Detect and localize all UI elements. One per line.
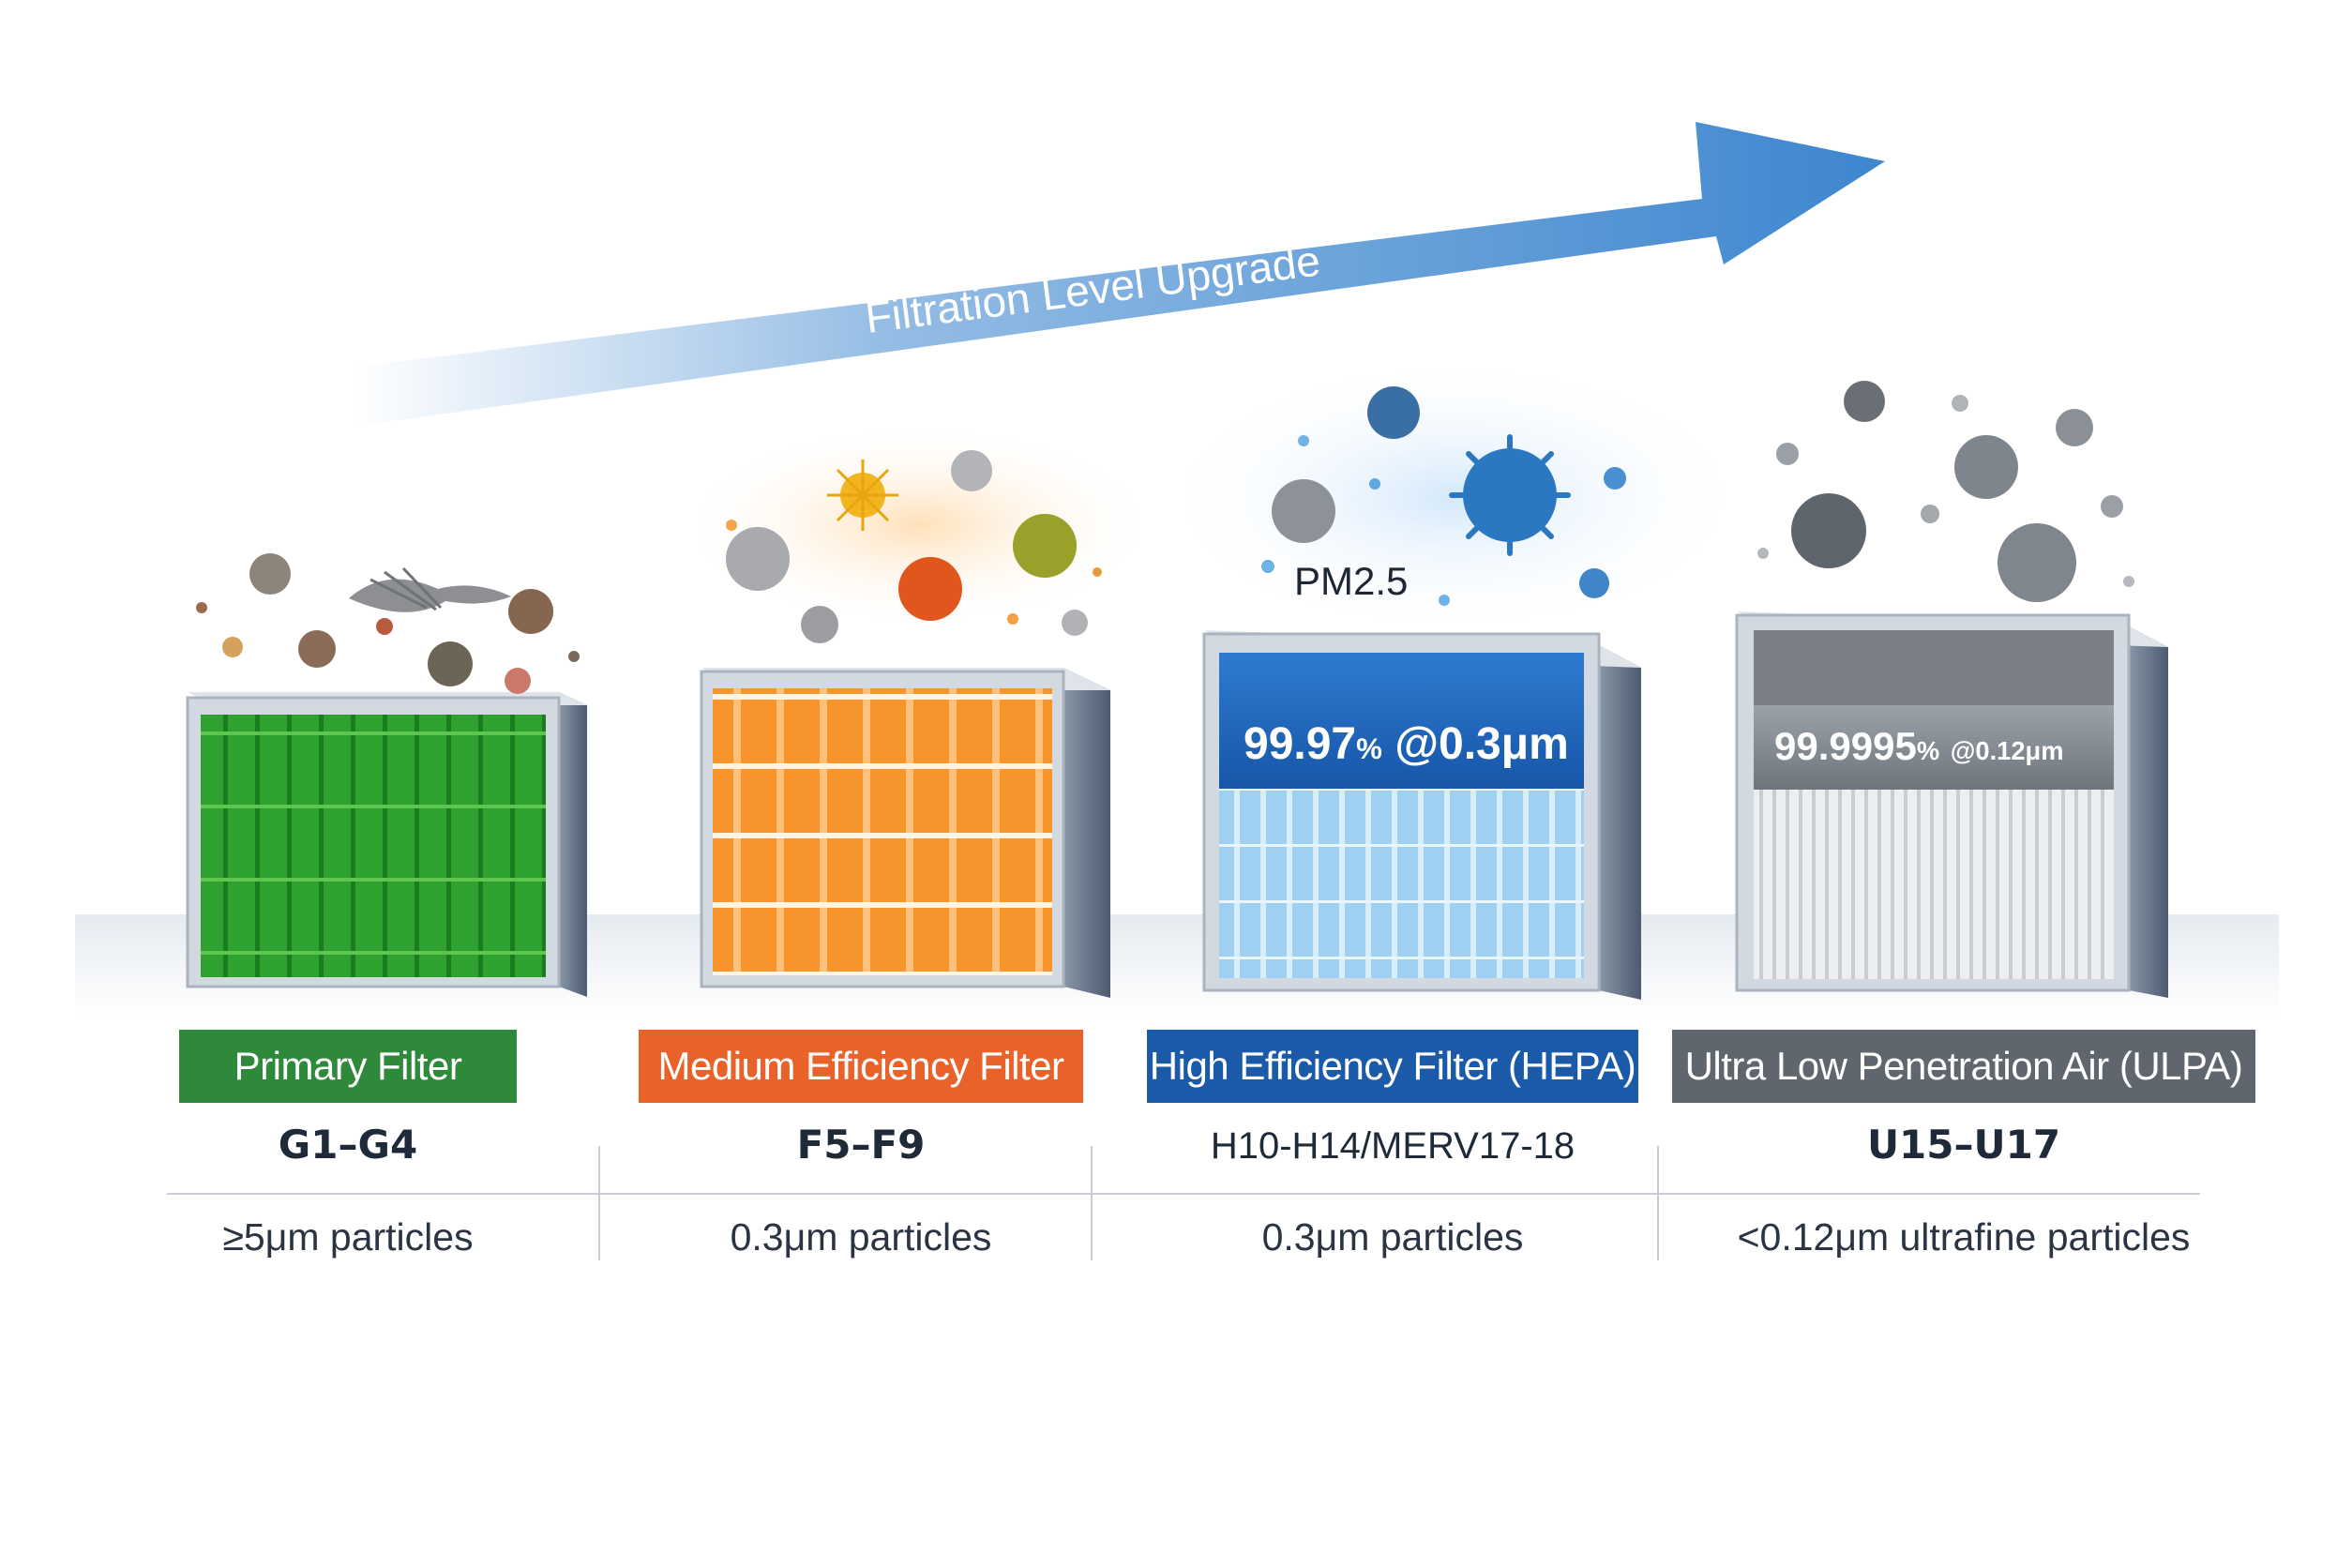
ulpa-particles: <0.12μm ultrafine particles [1737, 1215, 2191, 1259]
ulpa-efficiency-at: @0.12μm [1950, 736, 2064, 765]
primary-filter-unit [186, 692, 587, 997]
hepa-efficiency-value: 99.97 [1244, 719, 1357, 769]
hepa-efficiency-unit: % [1356, 732, 1382, 765]
hepa-particles: 0.3μm particles [1261, 1215, 1524, 1259]
medium-filter-label: Medium Efficiency Filter [639, 1030, 1083, 1103]
pm25-label: PM2.5 [1294, 559, 1409, 603]
column-divider-2 [1091, 1146, 1093, 1260]
primary-grade: G1–G4 [278, 1122, 418, 1168]
hepa-efficiency-at: @0.3μm [1395, 719, 1569, 769]
hepa-efficiency: 99.97% @0.3μm [1244, 718, 1569, 770]
hepa-grade: H10-H14/MERV17-18 [1210, 1125, 1576, 1167]
hepa-filter-unit [1202, 630, 1641, 1000]
medium-particles: 0.3μm particles [730, 1215, 992, 1259]
ultrafine-particles [1757, 381, 2134, 602]
upgrade-arrow [352, 122, 1885, 427]
dust-particles [196, 553, 580, 694]
ulpa-filter-label: Ultra Low Penetration Air (ULPA) [1672, 1030, 2255, 1103]
pollen-particles [726, 450, 1102, 643]
table-divider [167, 1193, 2200, 1195]
medium-filter-unit [700, 668, 1110, 998]
primary-filter-label: Primary Filter [179, 1030, 517, 1103]
primary-particles: ≥5μm particles [222, 1215, 474, 1259]
column-divider-1 [598, 1146, 600, 1260]
hepa-filter-label: High Efficiency Filter (HEPA) [1147, 1030, 1638, 1103]
ulpa-efficiency-value: 99.9995 [1774, 724, 1917, 768]
column-divider-3 [1657, 1146, 1659, 1260]
arrow-label: Filtration Level Upgrade [863, 235, 1323, 342]
ulpa-efficiency: 99.9995% @0.12μm [1774, 724, 2064, 769]
virus-particles [1261, 386, 1626, 606]
ulpa-grade: U15–U17 [1866, 1122, 2061, 1168]
ulpa-efficiency-unit: % [1916, 736, 1940, 765]
ulpa-filter-unit [1735, 611, 2168, 998]
medium-grade: F5–F9 [796, 1122, 926, 1168]
